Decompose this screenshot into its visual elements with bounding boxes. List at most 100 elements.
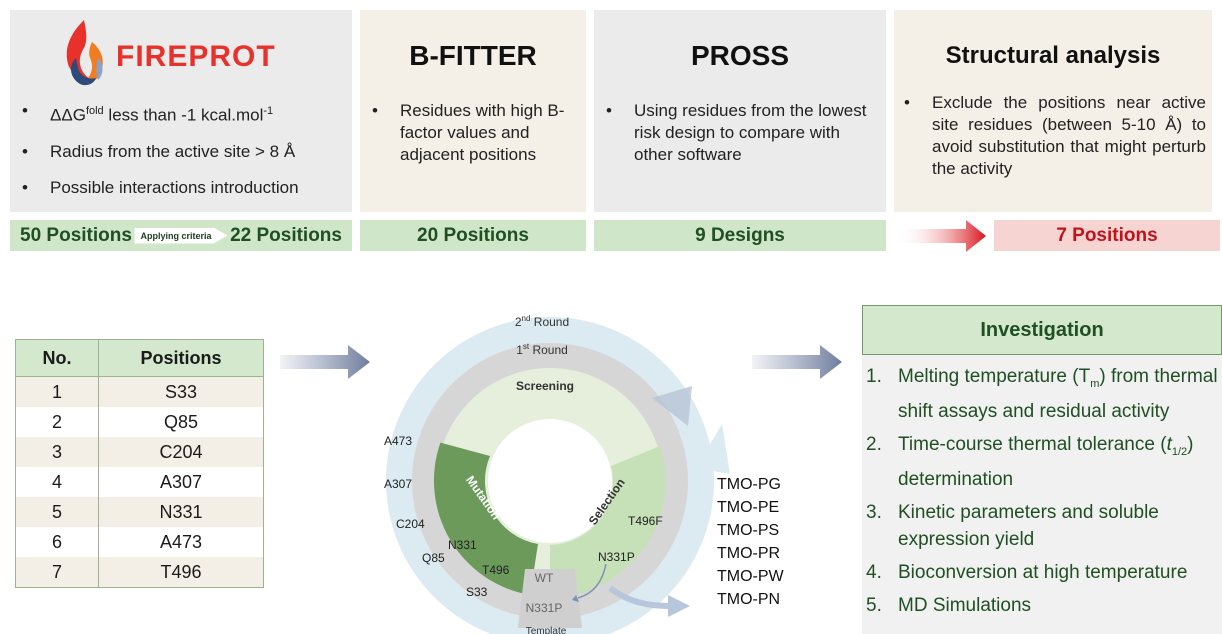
- bfitter-panel: B-FITTER Residues with high B-factor val…: [360, 10, 586, 212]
- outer-label-a473: A473: [384, 434, 412, 448]
- item-text: Bioconversion at high temperature: [898, 561, 1188, 583]
- header-positions: Positions: [98, 339, 264, 377]
- row-no: 6: [15, 527, 99, 557]
- investigation-item: 2. Time-course thermal tolerance (t1/2) …: [866, 431, 1218, 493]
- pross-designs-bar: 9 Designs: [594, 220, 886, 251]
- fireprot-bar-left: 50 Positions: [20, 224, 132, 246]
- designs-arrowhead: [668, 595, 690, 617]
- inner-label-n331: N331: [448, 538, 477, 552]
- right-label-t496f: T496F: [628, 514, 663, 528]
- flow-arrow-right-icon: [752, 345, 842, 379]
- investigation-item: 4. Bioconversion at high temperature: [866, 559, 1218, 586]
- row-no: 2: [15, 407, 99, 437]
- design-cycle-diagram: 2nd Round 1st Round Screening Mutation S…: [384, 314, 730, 634]
- item-text: Melting temperature (Tm) from thermal sh…: [898, 366, 1218, 422]
- inner-label-t496: T496: [482, 563, 510, 577]
- investigation-item: 1. Melting temperature (Tm) from thermal…: [866, 363, 1218, 425]
- curved-arrowhead: [572, 595, 579, 602]
- pross-bullets: Using residues from the lowest risk desi…: [602, 100, 882, 166]
- investigation-list: 1. Melting temperature (Tm) from thermal…: [866, 363, 1218, 625]
- outer-label-a307: A307: [384, 477, 412, 491]
- bfitter-title: B-FITTER: [409, 40, 537, 71]
- outer-label-s33: S33: [466, 585, 488, 599]
- design-tmo-pn: TMO-PN: [717, 591, 781, 608]
- fireprot-flame-icon: [66, 20, 103, 86]
- design-tmo-pg: TMO-PG: [717, 476, 781, 493]
- row-no: 1: [15, 376, 99, 407]
- cycle-hub: [488, 419, 612, 543]
- pross-bullet: Using residues from the lowest risk desi…: [602, 100, 882, 166]
- bfitter-bullets: Residues with high B-factor values and a…: [368, 100, 582, 166]
- row-position: S33: [98, 376, 264, 407]
- design-tmo-pw: TMO-PW: [717, 568, 784, 585]
- outer-label-q85: Q85: [422, 551, 445, 565]
- row-position: N331: [98, 497, 264, 527]
- fireprot-bullets: ΔΔGfold less than -1 kcal.mol-1 Radius f…: [18, 100, 348, 199]
- pross-panel: PROSS Using residues from the lowest ris…: [594, 10, 886, 212]
- template-site-label: N331P: [526, 601, 563, 615]
- fireprot-bar-right: 22 Positions: [230, 224, 342, 246]
- bfitter-bullet: Residues with high B-factor values and a…: [368, 100, 582, 166]
- right-label-n331p: N331P: [598, 550, 635, 564]
- structural-title: Structural analysis: [945, 42, 1161, 69]
- table-header-row: No. Positions: [15, 339, 264, 377]
- item-number: 4.: [866, 561, 882, 583]
- fireprot-positions-bar: 50 Positions Applying criteria 22 Positi…: [10, 220, 352, 251]
- row-position: C204: [98, 437, 264, 467]
- red-arrow-icon: [896, 220, 986, 252]
- row-no: 5: [15, 497, 99, 527]
- row-position: A307: [98, 467, 264, 497]
- flow-arrow-left-icon: [280, 345, 370, 379]
- item-number: 5.: [866, 594, 882, 616]
- item-number: 1.: [866, 366, 882, 387]
- fireprot-bullet-interactions: Possible interactions introduction: [18, 177, 348, 199]
- row-no: 4: [15, 467, 99, 497]
- template-wedge: [518, 569, 582, 628]
- wt-label: WT: [535, 571, 554, 585]
- round1-arrow: [652, 386, 692, 426]
- design-tmo-pe: TMO-PE: [717, 499, 780, 516]
- mutation-segment: [433, 442, 538, 595]
- structural-positions-bar: 7 Positions: [994, 220, 1220, 251]
- investigation-title: Investigation: [862, 305, 1222, 355]
- fireprot-bullet-ddg: ΔΔGfold less than -1 kcal.mol-1: [18, 100, 348, 127]
- bfitter-positions-bar: 20 Positions: [360, 220, 586, 251]
- design-tmo-pr: TMO-PR: [717, 545, 781, 562]
- header-no: No.: [15, 339, 99, 377]
- round2-arrow: [696, 424, 730, 474]
- design-tmo-ps: TMO-PS: [717, 522, 780, 539]
- fireprot-bullet-radius: Radius from the active site > 8 Å: [18, 141, 348, 163]
- curved-arrow: [577, 563, 607, 599]
- item-text: Time-course thermal tolerance (t1/2) det…: [898, 433, 1194, 490]
- round1-label: 1st Round: [516, 342, 568, 357]
- item-number: 3.: [866, 501, 882, 523]
- round2-label: 2nd Round: [515, 314, 569, 329]
- structural-panel: Structural analysis Exclude the position…: [894, 10, 1212, 212]
- structural-bullets: Exclude the positions near active site r…: [900, 92, 1206, 180]
- row-position: A473: [98, 527, 264, 557]
- selection-segment: [550, 446, 666, 597]
- item-text: Kinetic parameters and soluble expressio…: [898, 501, 1159, 550]
- outer-label-c204: C204: [396, 517, 425, 531]
- investigation-item: 5. MD Simulations: [866, 592, 1218, 619]
- fireprot-logo-text: FIREPROT: [116, 40, 276, 73]
- row-position: T496: [98, 557, 264, 588]
- pross-title: PROSS: [690, 40, 790, 71]
- screening-label: Screening: [516, 379, 574, 393]
- applying-criteria-label: Applying criteria: [140, 230, 212, 241]
- template-label: Template: [526, 626, 567, 634]
- item-number: 2.: [866, 433, 882, 455]
- applying-criteria-arrow: Applying criteria: [134, 227, 228, 244]
- row-position: Q85: [98, 407, 264, 437]
- item-text: MD Simulations: [898, 594, 1032, 616]
- investigation-item: 3. Kinetic parameters and soluble expres…: [866, 499, 1218, 553]
- row-no: 7: [15, 557, 99, 588]
